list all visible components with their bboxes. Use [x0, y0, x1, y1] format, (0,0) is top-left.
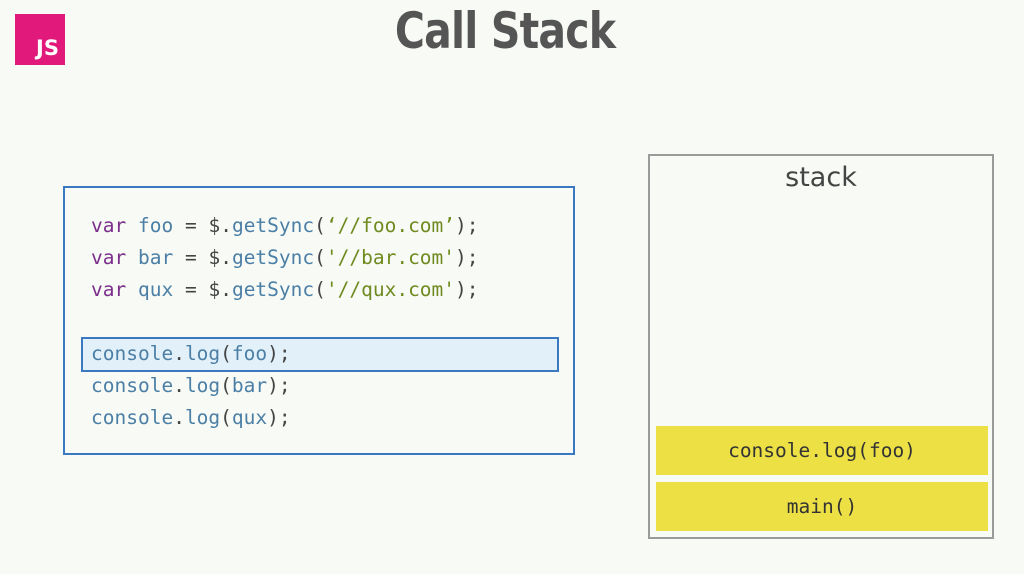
function-name: getSync	[231, 214, 315, 237]
object-name: console	[91, 406, 174, 429]
string-literal: '//qux.com'	[325, 278, 456, 301]
js-logo: JS	[15, 14, 65, 65]
code-line-qux: var qux = $.getSync('//qux.com');	[91, 278, 479, 302]
open-paren: (	[220, 342, 232, 365]
object-name: console	[91, 374, 174, 397]
stack-frame-label: console.log(foo)	[728, 439, 916, 462]
argument-name: bar	[231, 374, 268, 397]
keyword-var: var	[91, 214, 127, 237]
call-stack-panel: stack console.log(foo) main()	[648, 154, 994, 539]
dot: .	[173, 342, 185, 365]
close-paren: );	[267, 406, 291, 429]
object-name: $	[208, 214, 221, 237]
assign-operator: =	[173, 214, 209, 237]
close-paren: );	[267, 342, 291, 365]
close-paren: );	[455, 278, 479, 301]
open-paren: (	[314, 246, 326, 269]
open-paren: (	[220, 374, 232, 397]
code-panel: var foo = $.getSync(‘//foo.com’); var ba…	[63, 186, 575, 455]
variable-name: qux	[137, 278, 174, 301]
code-line-foo: var foo = $.getSync(‘//foo.com’);	[91, 214, 479, 238]
current-line-highlight	[81, 337, 559, 372]
function-name: log	[184, 342, 221, 365]
stack-frame-main: main()	[656, 482, 988, 531]
stack-title: stack	[785, 162, 857, 193]
dot: .	[220, 278, 232, 301]
string-literal: ‘//foo.com’	[325, 214, 456, 237]
keyword-var: var	[91, 246, 127, 269]
dot: .	[173, 374, 185, 397]
dot: .	[173, 406, 185, 429]
code-line-log-foo: console.log(foo);	[91, 342, 291, 366]
stack-frame-console-log: console.log(foo)	[656, 426, 988, 475]
keyword-var: var	[91, 278, 127, 301]
function-name: getSync	[231, 246, 315, 269]
object-name: $	[208, 278, 221, 301]
close-paren: );	[455, 246, 479, 269]
stack-frame-label: main()	[786, 495, 858, 518]
string-literal: '//bar.com'	[325, 246, 456, 269]
close-paren: );	[267, 374, 291, 397]
function-name: getSync	[231, 278, 315, 301]
argument-name: foo	[231, 342, 268, 365]
dot: .	[220, 214, 232, 237]
function-name: log	[184, 374, 221, 397]
js-logo-text: JS	[36, 36, 59, 60]
object-name: console	[91, 342, 174, 365]
argument-name: qux	[231, 406, 268, 429]
variable-name: foo	[137, 214, 174, 237]
function-name: log	[184, 406, 221, 429]
object-name: $	[208, 246, 221, 269]
open-paren: (	[220, 406, 232, 429]
open-paren: (	[314, 214, 326, 237]
slide-title: Call Stack	[394, 2, 616, 60]
close-paren: );	[455, 214, 479, 237]
variable-name: bar	[137, 246, 174, 269]
dot: .	[220, 246, 232, 269]
assign-operator: =	[173, 278, 209, 301]
code-line-log-bar: console.log(bar);	[91, 374, 291, 398]
assign-operator: =	[173, 246, 209, 269]
code-line-bar: var bar = $.getSync('//bar.com');	[91, 246, 479, 270]
open-paren: (	[314, 278, 326, 301]
code-line-log-qux: console.log(qux);	[91, 406, 291, 430]
